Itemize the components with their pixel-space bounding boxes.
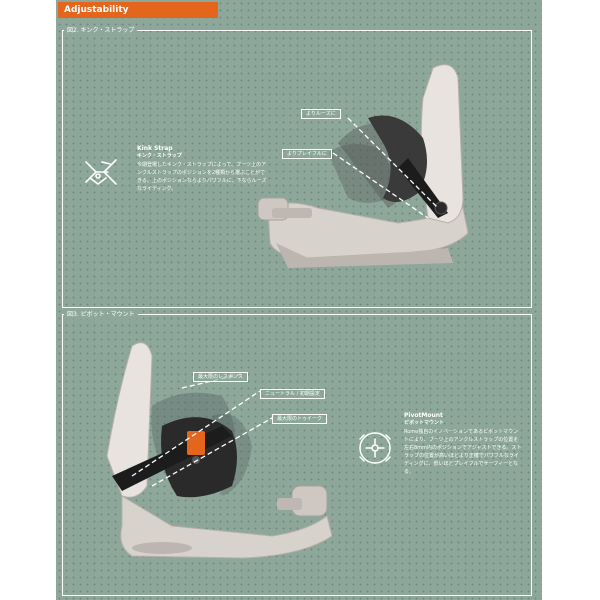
callout-max-tweak: 最大限のトゥイーク [272,414,328,424]
page-background [56,0,542,600]
feature-body: Rome独自のイノベーションであるピボットマウントにより、ブーツ上のアンクルスト… [404,429,522,475]
figure-panel-kink-strap [62,30,532,308]
pivot-mount-icon [359,432,391,464]
callout-more-playful: よりプレイフルに [282,149,332,159]
section-title: Adjustability [58,2,218,18]
callout-max-response: 最大限のレスポンス [193,372,248,382]
figure-caption: 図2. キンク・ストラップ [64,26,138,35]
callout-neutral-default: ニュートラル / 初期設定 [260,389,325,399]
callout-looser: よりルーズに [301,109,341,119]
feature-body: 今期登場したキンク・ストラップによって、ブーツ上のアンクルストラップのポジション… [137,162,267,192]
kink-strap-icon [85,159,117,185]
binding-illustration-pivot [106,342,333,559]
feature-subtitle: キンク・ストラップ [137,153,182,159]
figure-panel-pivot-mount [62,314,532,596]
binding-illustration-kink [257,64,469,268]
pivot-mount-description: PivotMount ピボットマウント Rome独自のイノベーションであるピボッ… [404,412,522,476]
feature-title: PivotMount [404,412,443,419]
feature-subtitle: ピボットマウント [404,420,445,426]
figure-caption: 図3. ピボット・マウント [64,310,138,319]
kink-strap-description: Kink Strap キンク・ストラップ 今期登場したキンク・ストラップによって… [137,145,267,193]
feature-title: Kink Strap [137,145,173,152]
